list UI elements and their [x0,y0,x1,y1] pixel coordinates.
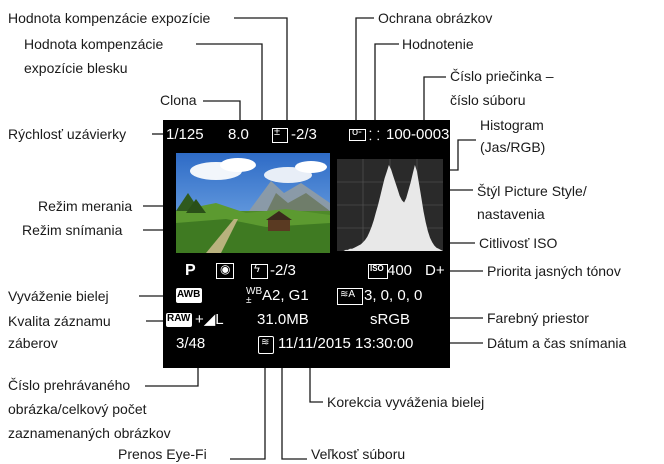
exposure-comp-value: -2/3 [291,126,317,143]
label-shutter: Rýchlosť uzávierky [8,126,127,142]
histogram-curve [337,165,443,251]
line-file-size [281,332,307,460]
eye-fi-transfer-icon: ≋ [258,336,274,354]
label-folder-1: Číslo priečinka – [450,68,554,84]
flash-comp-icon: ϟ [251,263,268,279]
label-exposure-comp: Hodnota kompenzácie expozície [8,10,211,26]
rating-star-icon: ⸬ [369,128,380,143]
label-datetime: Dátum a čas snímania [487,335,627,351]
iso-icon: ISO [368,264,388,279]
label-picture-style-2: nastavenia [477,206,545,222]
label-rating: Hodnotenie [402,36,474,52]
iso-value: 400 [387,262,413,279]
label-eyefi: Prenos Eye-Fi [118,446,207,462]
file-size-value: 31.0MB [257,311,309,328]
label-histogram-1: Histogram [480,117,544,133]
histogram-graph [337,159,443,251]
wb-shift-icon: WB± [246,286,263,306]
line-rating [374,43,399,130]
label-flash-comp-2: expozície blesku [24,60,128,76]
photo-thumbnail [176,153,330,253]
line-folder [423,76,446,130]
line-protect [355,17,374,130]
label-metering: Režim merania [38,198,133,214]
flash-comp-value: -2/3 [270,262,296,279]
aperture-value: 8.0 [228,126,249,143]
label-quality-1: Kvalita záznamu [8,313,111,329]
folder-file-number: 100-0003 [386,126,450,143]
label-playback-number-3: zaznamenaných obrázkov [8,425,171,441]
shutter-value: 1/125 [166,126,204,143]
exposure-comp-icon: ± [272,126,288,143]
label-playback-number-1: Číslo prehrávaného [8,377,131,393]
label-iso: Citlivosť ISO [479,235,558,251]
protect-key-icon: o- [349,126,366,141]
label-quality-2: záberov [8,335,58,351]
label-shooting-mode: Režim snímania [22,222,123,238]
raw-quality-icon: RAW [166,313,192,327]
label-protect: Ochrana obrázkov [378,10,493,26]
histogram-panel [337,159,443,251]
label-playback-number-2: obrázka/celkový počet [8,401,147,417]
label-folder-2: číslo súboru [450,92,526,108]
picture-style-values: 3, 0, 0, 0 [364,287,423,304]
metering-mode-icon: ◉ [216,262,234,279]
line-eyefi [230,355,266,460]
label-aperture: Clona [160,92,197,108]
jpeg-quality-icon: +◢L [195,311,224,328]
line-exposure-comp [234,17,288,130]
label-wb-correction: Korekcia vyváženia bielej [327,394,485,410]
label-histogram-2: (Jas/RGB) [480,139,546,155]
playback-count-value: 3/48 [176,335,206,352]
picture-style-icon: ≋A [337,288,363,305]
date-time-value: 11/11/2015 13:30:00 [278,335,414,352]
label-wb: Vyváženie bielej [8,288,109,304]
white-balance-icon: AWB [176,288,202,303]
wb-correction-value: A2, G1 [262,287,309,304]
label-color-space: Farebný priestor [487,310,589,326]
label-highlight: Priorita jasných tónov [487,263,621,279]
color-space-value: sRGB [370,311,411,328]
shooting-mode-value: P [185,262,196,279]
highlight-priority-value: D+ [425,262,445,279]
label-picture-style-1: Štýl Picture Style/ [477,183,587,199]
label-flash-comp-1: Hodnota kompenzácie [24,36,164,52]
label-file-size: Veľkosť súboru [311,446,406,462]
